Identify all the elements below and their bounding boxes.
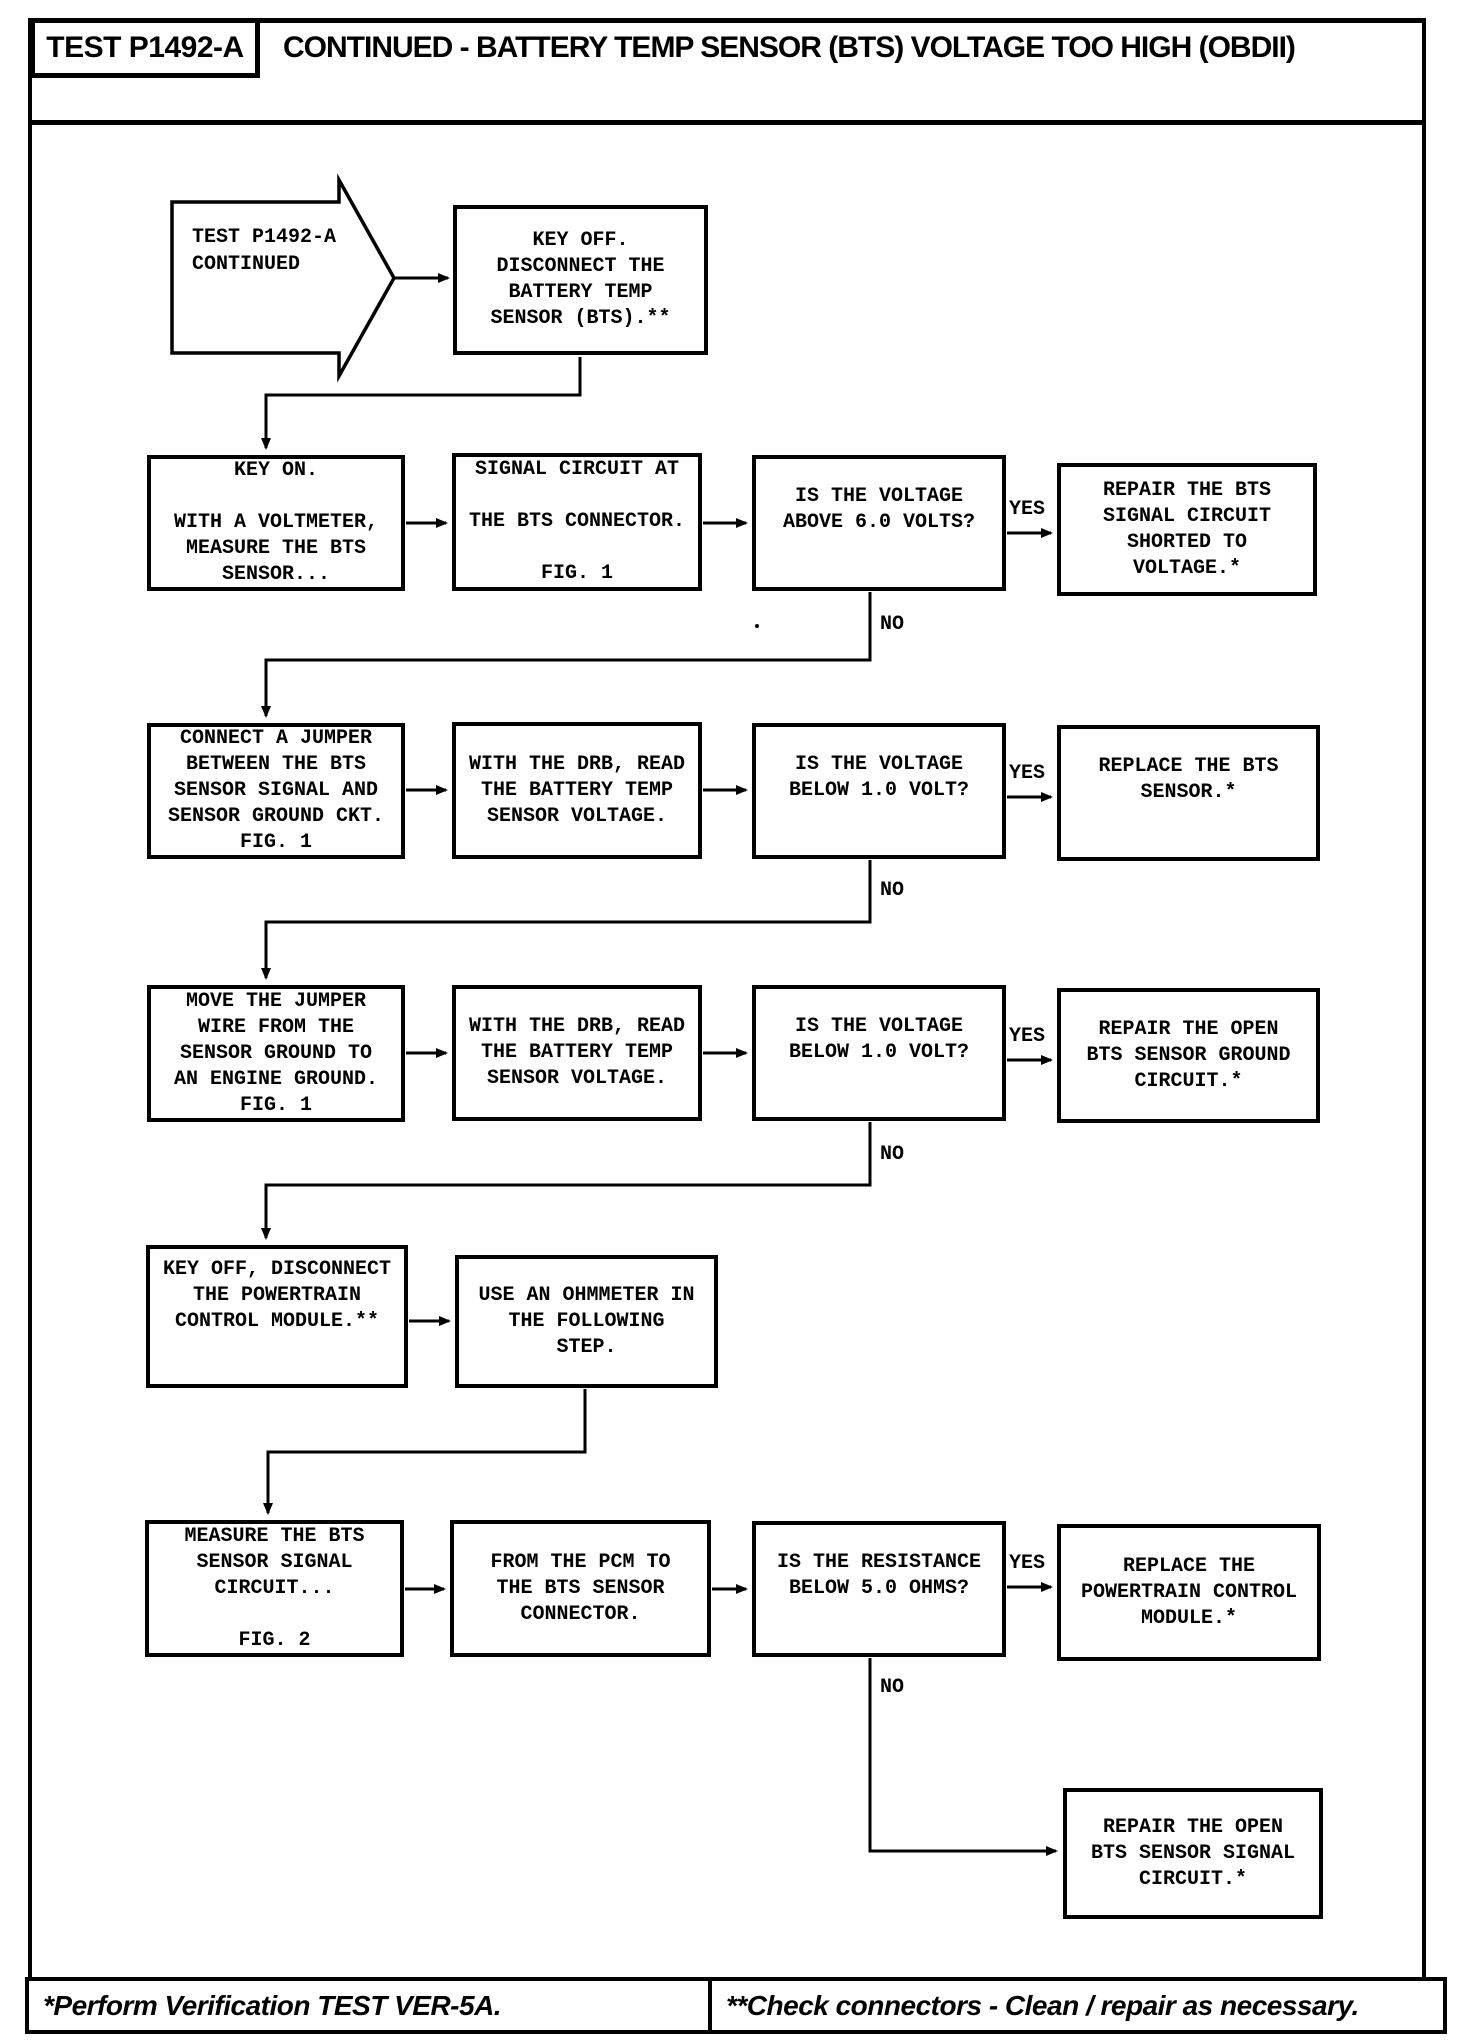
decision-voltage-below-1b: IS THE VOLTAGE BELOW 1.0 VOLT? <box>752 985 1006 1121</box>
frame-left-border <box>28 18 32 1980</box>
stray-mark <box>755 624 759 628</box>
node-key-off-disconnect-bts: KEY OFF. DISCONNECT THE BATTERY TEMP SEN… <box>453 205 708 355</box>
connector-keyoff-to-keyon <box>261 357 582 450</box>
yes-label-4: YES <box>1009 1552 1046 1575</box>
decision-voltage-below-1a: IS THE VOLTAGE BELOW 1.0 VOLT? <box>752 723 1006 859</box>
no-label-1: NO <box>880 613 905 636</box>
node-replace-pcm: REPLACE THE POWERTRAIN CONTROL MODULE.* <box>1057 1524 1321 1661</box>
connector-d2-no <box>261 860 872 980</box>
footer-note-right: **Check connectors - Clean / repair as n… <box>726 1989 1359 2021</box>
connector-d1-no <box>261 592 872 718</box>
node-pcm-to-bts: FROM THE PCM TO THE BTS SENSOR CONNECTOR… <box>450 1520 711 1657</box>
start-arrow-shape <box>170 173 397 383</box>
yes-label-2: YES <box>1009 762 1046 785</box>
node-repair-signal-open: REPAIR THE OPEN BTS SENSOR SIGNAL CIRCUI… <box>1063 1788 1323 1919</box>
start-node-label: TEST P1492-A CONTINUED <box>192 226 337 276</box>
node-move-jumper: MOVE THE JUMPER WIRE FROM THE SENSOR GRO… <box>147 985 405 1122</box>
connector-d3-no <box>261 1122 872 1240</box>
decision-voltage-above-6: IS THE VOLTAGE ABOVE 6.0 VOLTS? <box>752 455 1006 591</box>
frame-top-line <box>28 18 1426 23</box>
connector-ohmmeter-to-measure <box>263 1389 587 1515</box>
connector-d4-no <box>868 1658 1058 1856</box>
node-key-on-measure: KEY ON. WITH A VOLTMETER, MEASURE THE BT… <box>147 455 405 591</box>
node-replace-bts: REPLACE THE BTS SENSOR.* <box>1057 725 1320 861</box>
no-label-3: NO <box>880 1143 905 1166</box>
yes-label-3: YES <box>1009 1025 1046 1048</box>
node-repair-shorted: REPAIR THE BTS SIGNAL CIRCUIT SHORTED TO… <box>1057 463 1317 596</box>
footer-note-left: *Perform Verification TEST VER-5A. <box>29 1981 712 2030</box>
node-repair-ground: REPAIR THE OPEN BTS SENSOR GROUND CIRCUI… <box>1057 988 1320 1123</box>
node-key-off-pcm: KEY OFF, DISCONNECT THE POWERTRAIN CONTR… <box>146 1245 408 1388</box>
node-drb-read-2: WITH THE DRB, READ THE BATTERY TEMP SENS… <box>452 985 702 1121</box>
node-measure-signal: MEASURE THE BTS SENSOR SIGNAL CIRCUIT...… <box>145 1520 404 1657</box>
node-signal-circuit: SIGNAL CIRCUIT AT THE BTS CONNECTOR. FIG… <box>452 453 702 591</box>
no-label-2: NO <box>880 879 905 902</box>
node-connect-jumper: CONNECT A JUMPER BETWEEN THE BTS SENSOR … <box>147 723 405 859</box>
no-label-4: NO <box>880 1676 905 1699</box>
decision-resistance-below-5: IS THE RESISTANCE BELOW 5.0 OHMS? <box>752 1521 1006 1657</box>
page-title: CONTINUED - BATTERY TEMP SENSOR (BTS) VO… <box>283 31 1296 64</box>
test-id-box: TEST P1492-A <box>30 18 260 78</box>
node-use-ohmmeter: USE AN OHMMETER IN THE FOLLOWING STEP. <box>455 1255 718 1388</box>
frame-right-border <box>1422 18 1426 1980</box>
node-drb-read-1: WITH THE DRB, READ THE BATTERY TEMP SENS… <box>452 722 702 859</box>
frame-header-divider <box>28 120 1426 125</box>
yes-label-1: YES <box>1009 498 1046 521</box>
test-id-label: TEST P1492-A <box>46 31 244 64</box>
footer-bar: *Perform Verification TEST VER-5A. **Che… <box>25 1977 1447 2034</box>
